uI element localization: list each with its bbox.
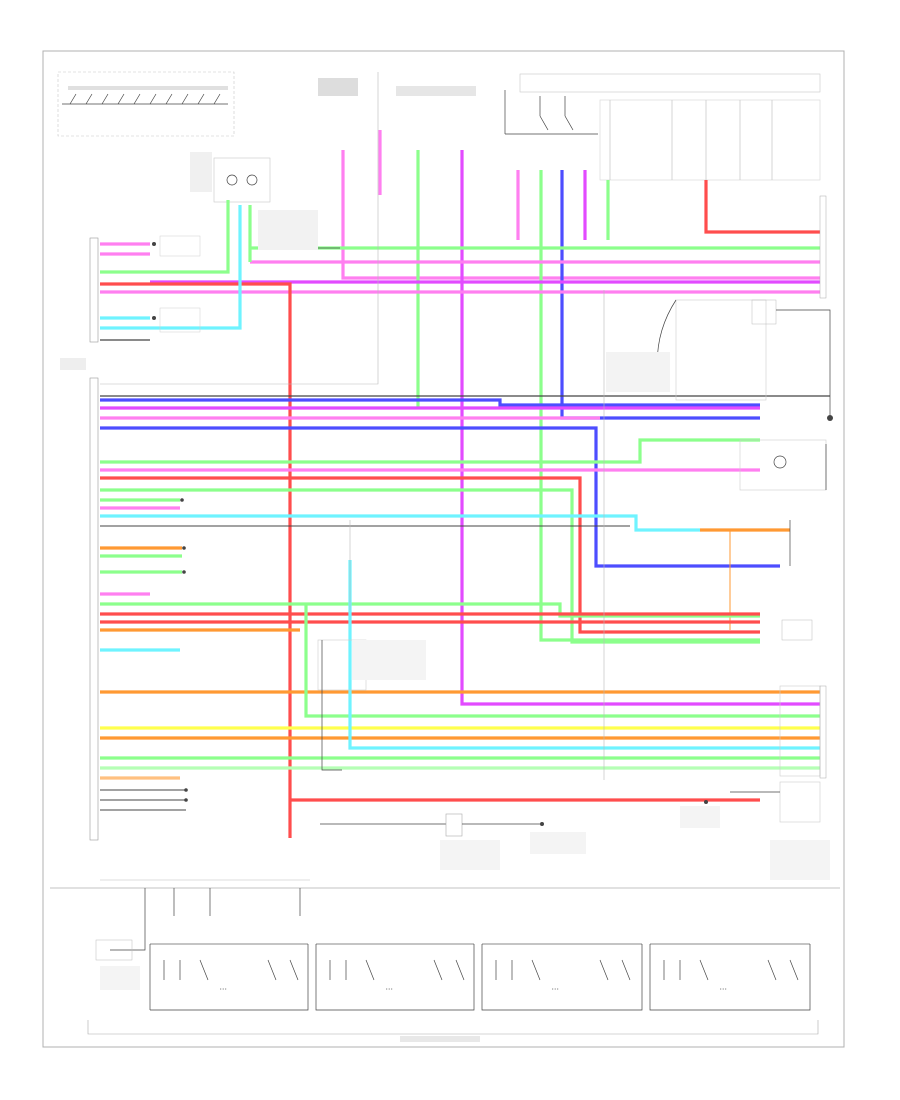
top-left-switch-block	[57, 71, 235, 137]
switch-group-4: • • •	[649, 943, 811, 1011]
lower-bundle	[100, 560, 820, 811]
top-right-bundle	[100, 246, 820, 294]
right-terminal-strip	[819, 195, 827, 779]
switch-group-1: • • •	[149, 943, 309, 1011]
right-middle-components	[606, 299, 833, 630]
left-stub-wires	[100, 498, 186, 574]
switch-group-2: • • •	[315, 943, 475, 1011]
svg-text:• • •: • • •	[552, 986, 559, 991]
switch-group-3: • • •	[481, 943, 643, 1011]
control-module-block	[190, 152, 271, 203]
middle-bundle	[100, 395, 830, 644]
relay-top-center	[318, 73, 821, 181]
lower-right-components	[603, 290, 830, 880]
left-connector-block	[60, 237, 99, 841]
lower-center-components	[317, 520, 586, 870]
svg-text:• • •: • • •	[220, 986, 227, 991]
bottom-divider	[50, 879, 840, 889]
bottom-bracket	[87, 1020, 819, 1042]
svg-text:• • •: • • •	[720, 986, 727, 991]
bottom-left-sensor	[95, 888, 301, 990]
diagram-border	[42, 50, 845, 1048]
svg-text:• • •: • • •	[386, 986, 393, 991]
upper-left-wires	[100, 200, 340, 838]
upper-left-components	[152, 210, 318, 333]
top-vertical-wires	[341, 130, 820, 706]
